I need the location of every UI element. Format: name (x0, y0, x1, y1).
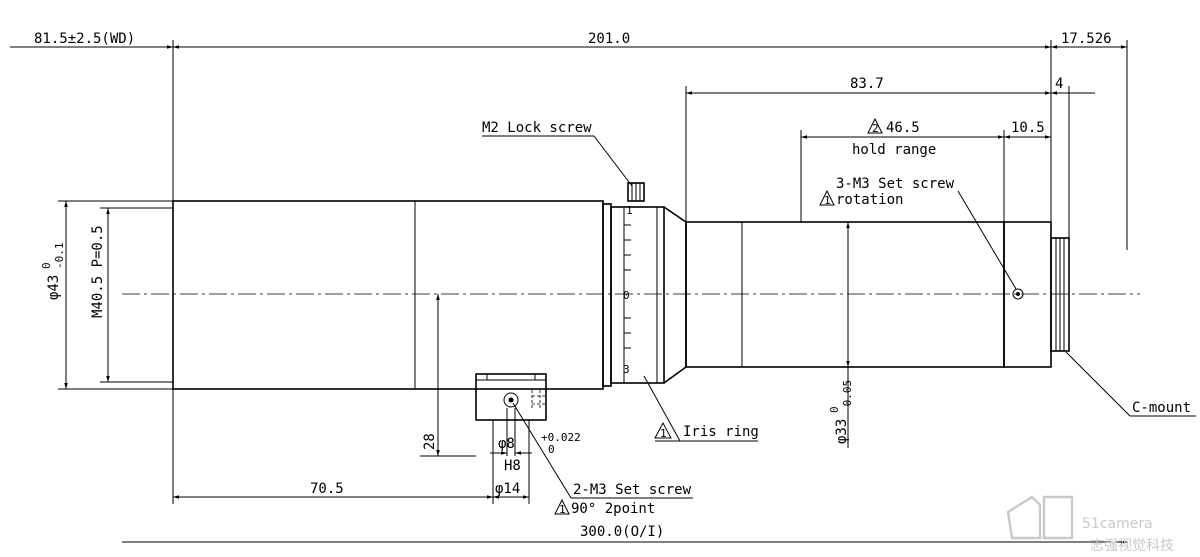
dim-tol-lower: 0 (548, 443, 555, 456)
callout-c-mount: C-mount (1065, 351, 1196, 417)
dim-hold-range-value: 46.5 (886, 120, 920, 136)
dim-wd: 81.5±2.5(WD) (34, 31, 135, 47)
dim-rear-diameter-upper: 0 (828, 406, 841, 413)
note-1-number-iris: 1 (660, 427, 667, 440)
callout-set-screw-3: 3-M3 Set screw 1 rotation (819, 176, 1017, 290)
iris-ring: 1 0 3 (610, 204, 665, 384)
dim-front-diameter: φ43 (46, 275, 62, 300)
pin-hole (503, 392, 519, 408)
note-1-number-screw: 1 (559, 503, 566, 516)
taper-cone (663, 206, 687, 384)
dim-fit-h8: H8 (504, 458, 521, 474)
dim-rear-section: 83.7 (850, 76, 884, 92)
note-2-number: 2 (872, 122, 879, 135)
iris-scale-mark-bottom: 3 (623, 363, 630, 376)
dim-rear-10-5: 10.5 (1011, 120, 1045, 136)
note-1-triangle-iris (654, 421, 672, 439)
label-set-screw-2: 2-M3 Set screw (573, 482, 692, 498)
dimension-total-length: 300.0(O/I) (122, 524, 1127, 544)
lock-screw (627, 182, 645, 202)
dimension-overall: 81.5±2.5(WD) 201.0 17.526 (10, 31, 1128, 250)
dim-tol-upper: +0.022 (541, 431, 581, 444)
callout-iris-ring: 1 Iris ring (643, 375, 759, 442)
rear-set-screw-hole (1012, 288, 1024, 300)
dim-hole-8: φ8 (498, 436, 515, 452)
watermark-logo: 51camera 志强视觉科技 (1006, 495, 1174, 554)
dim-height-28: 28 (422, 433, 438, 450)
note-1-triangle-rotation (819, 189, 835, 206)
dim-total-length: 300.0(O/I) (580, 524, 664, 540)
pin-hole-center (508, 397, 514, 403)
note-2-triangle (867, 117, 883, 134)
watermark-brand: 51camera (1082, 516, 1153, 532)
dim-rear-diameter: φ33 (834, 419, 850, 444)
dim-rear-diameter-lower: -0.05 (841, 380, 854, 413)
dim-hold-range-label: hold range (852, 142, 936, 158)
dim-thread: M40.5 P=0.5 (90, 225, 106, 318)
front-barrel (172, 200, 612, 390)
dimension-hold-range: 2 46.5 hold range 10.5 (800, 117, 1051, 222)
label-iris-ring: Iris ring (683, 424, 759, 440)
dimension-front-diameters: φ43 0 -0.1 M40.5 P=0.5 (40, 200, 173, 390)
label-lock-screw: M2 Lock screw (482, 120, 592, 136)
watermark-sub: 志强视觉科技 (1090, 538, 1174, 554)
iris-scale-mark-mid: 0 (623, 289, 630, 302)
callout-lock-screw: M2 Lock screw (482, 120, 633, 187)
label-c-mount: C-mount (1132, 400, 1191, 416)
dimension-hole: φ8 +0.022 0 H8 70.5 φ14 (172, 389, 581, 504)
note-1-triangle-screw (554, 498, 570, 515)
dim-front-diameter-lower: -0.1 (53, 243, 66, 270)
dimension-height-28: 28 (420, 294, 476, 457)
iris-scale-mark-top: 1 (626, 204, 633, 217)
label-rotation: rotation (836, 192, 903, 208)
note-1-number-rotation: 1 (824, 194, 831, 207)
dim-front-diameter-upper: 0 (40, 262, 53, 269)
label-set-screw-3: 3-M3 Set screw (836, 176, 955, 192)
dim-rear-offset: 17.526 (1061, 31, 1112, 47)
dim-mount-70-5: 70.5 (310, 481, 344, 497)
dimension-rear-diameter: φ33 0 -0.05 (828, 222, 854, 448)
label-two-point: 90° 2point (571, 501, 655, 517)
c-mount-thread (1050, 237, 1070, 352)
dim-boss-14: φ14 (495, 481, 520, 497)
rear-barrel (685, 221, 1052, 368)
dim-flange-4: 4 (1055, 76, 1063, 92)
mounting-block (475, 373, 547, 421)
dimension-rear-section: 83.7 4 (685, 76, 1095, 238)
callout-set-screw-2: 2-M3 Set screw 1 90° 2point (512, 402, 693, 517)
dim-overall-length: 201.0 (588, 31, 630, 47)
